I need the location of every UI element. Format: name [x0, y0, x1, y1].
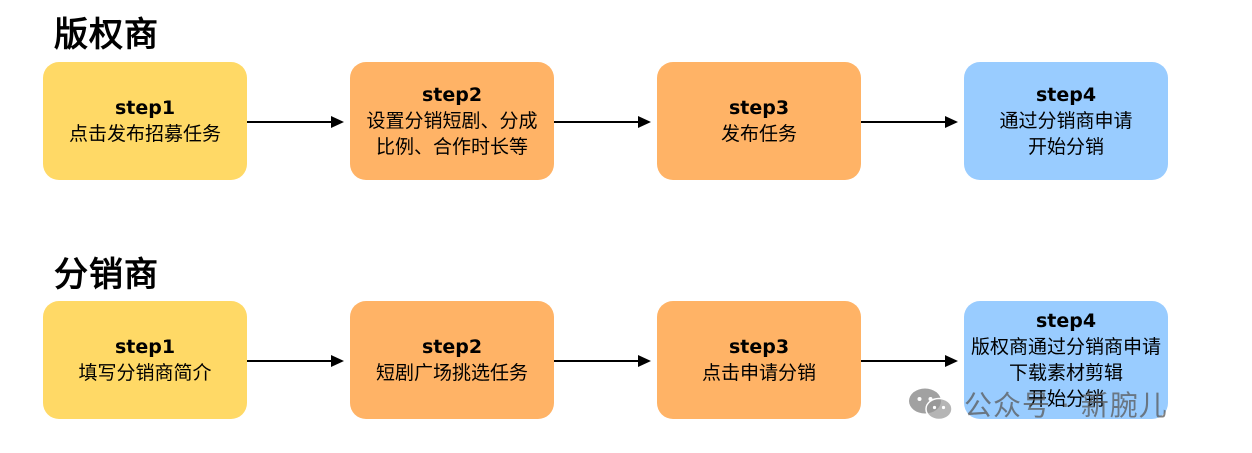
lane2-step2-box: step2 短剧广场挑选任务 [350, 301, 554, 419]
step-label: step3 [728, 97, 790, 119]
step-text: 开始分销 [1027, 136, 1104, 158]
lane1-step3-box: step3 发布任务 [657, 62, 861, 180]
step-label: step2 [421, 84, 483, 106]
step-text: 设置分销短剧、分成 [366, 110, 538, 132]
step-text: 下载素材剪辑 [1008, 362, 1123, 384]
step-text: 发布任务 [720, 123, 797, 145]
lane1-step2-box: step2 设置分销短剧、分成 比例、合作时长等 [350, 62, 554, 180]
arrow-lane1-2-3 [554, 116, 651, 128]
arrow-lane2-3-4 [861, 355, 958, 367]
lane-title-distributor: 分销商 [54, 255, 159, 295]
step-label: step1 [114, 97, 176, 119]
step-label: step4 [1035, 310, 1097, 332]
arrow-lane1-1-2 [247, 116, 344, 128]
step-text: 比例、合作时长等 [375, 136, 528, 158]
arrow-lane2-2-3 [554, 355, 651, 367]
step-label: step3 [728, 336, 790, 358]
step-text: 开始分销 [1027, 388, 1104, 410]
lane2-step1-box: step1 填写分销商简介 [43, 301, 247, 419]
step-text: 点击申请分销 [701, 362, 816, 384]
step-label: step2 [421, 336, 483, 358]
step-text: 短剧广场挑选任务 [375, 362, 528, 384]
step-label: step1 [114, 336, 176, 358]
lane1-step4-box: step4 通过分销商申请 开始分销 [964, 62, 1168, 180]
watermark: 公众号 · 新腕儿 [906, 384, 1168, 424]
arrow-lane1-3-4 [861, 116, 958, 128]
step-text: 填写分销商简介 [78, 362, 212, 384]
lane1-step1-box: step1 点击发布招募任务 [43, 62, 247, 180]
arrow-lane2-1-2 [247, 355, 344, 367]
lane2-step3-box: step3 点击申请分销 [657, 301, 861, 419]
step-text: 通过分销商申请 [999, 110, 1133, 132]
step-label: step4 [1035, 84, 1097, 106]
wechat-icon [909, 388, 953, 421]
lane2-step4-box: step4 版权商通过分销商申请 下载素材剪辑 开始分销 [964, 301, 1168, 419]
step-text: 点击发布招募任务 [68, 123, 221, 145]
step-text: 版权商通过分销商申请 [970, 336, 1161, 358]
watermark-text: 公众号 · 新腕儿 [964, 389, 1168, 422]
lane-title-copyright-holder: 版权商 [54, 15, 159, 55]
